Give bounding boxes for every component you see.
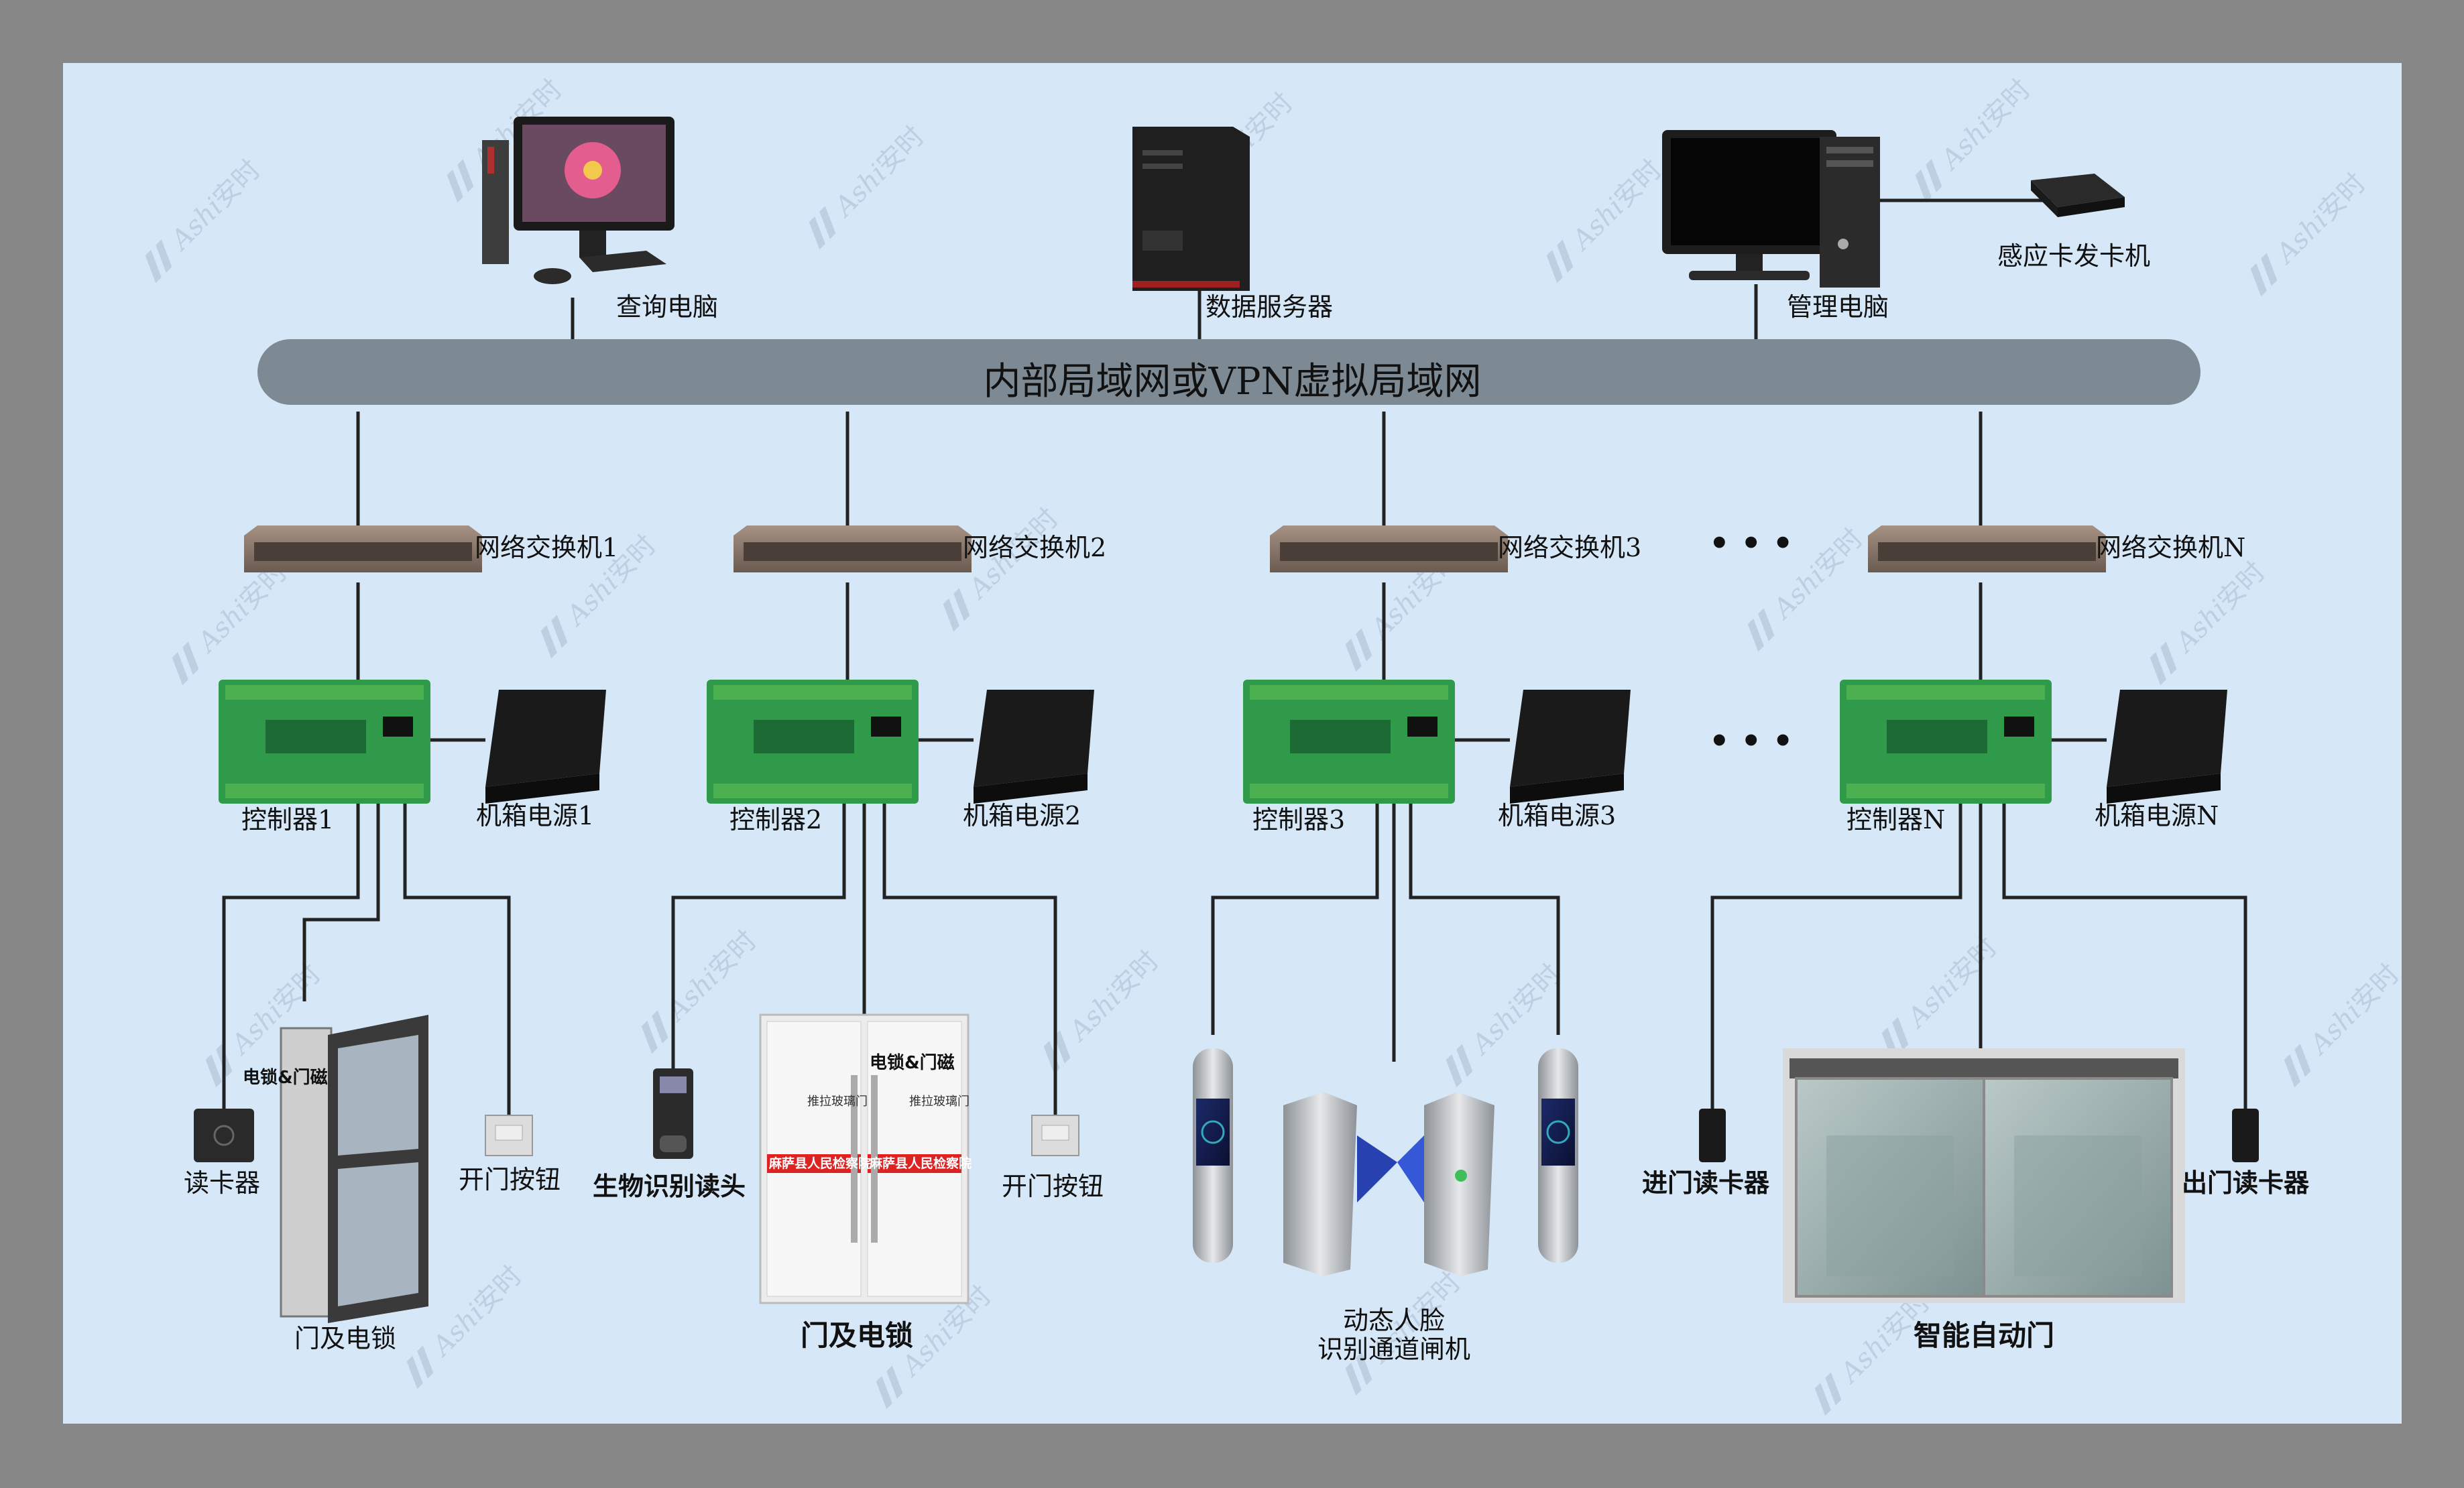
exit-button-1-icon xyxy=(485,1115,533,1156)
lock-tag-2: 电锁&门磁 xyxy=(870,1053,955,1073)
power-1-label: 机箱电源1 xyxy=(476,801,595,830)
door-banner-left: 麻萨县人民检察院 xyxy=(769,1156,872,1171)
connection-lines xyxy=(222,198,2247,1115)
biometric-reader-label: 生物识别读头 xyxy=(593,1172,746,1201)
door-sign-left: 推拉玻璃门 xyxy=(807,1095,868,1109)
data-server-label: 数据服务器 xyxy=(1206,292,1334,322)
admin-pc-label: 管理电脑 xyxy=(1787,292,1889,322)
turnstile-gate-icon xyxy=(1283,1092,1494,1276)
lan-bus-label: 内部局域网或VPN虚拟局域网 xyxy=(983,360,1482,404)
lan-bus xyxy=(257,339,2201,405)
admin-pc-icon xyxy=(1662,130,1880,288)
controller-1-label: 控制器1 xyxy=(241,805,335,834)
card-issuer-icon xyxy=(2031,174,2125,217)
card-issuer-label: 感应卡发卡机 xyxy=(1997,241,2151,271)
switch-3-label: 网络交换机3 xyxy=(1498,533,1642,562)
exit-button-2-label: 开门按钮 xyxy=(1002,1172,1104,1201)
controller-3-label: 控制器3 xyxy=(1252,805,1346,834)
single-door-icon xyxy=(280,1015,428,1323)
power-n-label: 机箱电源N xyxy=(2095,801,2219,830)
exit-reader-label: 出门读卡器 xyxy=(2182,1168,2310,1198)
power-supply-boxes xyxy=(485,690,2227,804)
network-switches xyxy=(244,525,2106,572)
gate-label-line2: 识别通道闸机 xyxy=(1317,1335,1471,1364)
face-terminal-left-icon xyxy=(1193,1048,1233,1263)
door-1-label: 门及电锁 xyxy=(294,1324,397,1353)
door-2-label: 门及电锁 xyxy=(801,1319,914,1352)
double-glass-door-icon xyxy=(759,1013,970,1304)
diagram-panel: Ashi 安时 xyxy=(63,63,2402,1424)
controller-ellipsis: • • • xyxy=(1709,723,1794,760)
switch-ellipsis: • • • xyxy=(1709,525,1794,562)
face-terminal-right-icon xyxy=(1538,1048,1578,1263)
switch-n-label: 网络交换机N xyxy=(2096,533,2246,562)
diagram-canvas: Ashi 安时 xyxy=(135,73,2402,1418)
query-pc-label: 查询电脑 xyxy=(616,292,719,322)
exit-button-2-icon xyxy=(1031,1115,1079,1156)
auto-door-label: 智能自动门 xyxy=(1914,1319,2055,1352)
gate-label-line1: 动态人脸 xyxy=(1342,1306,1446,1335)
data-server-icon xyxy=(1132,127,1250,291)
power-3-label: 机箱电源3 xyxy=(1498,801,1617,830)
controller-2-label: 控制器2 xyxy=(729,805,823,834)
door-banner-right: 麻萨县人民检察院 xyxy=(870,1156,972,1171)
power-2-label: 机箱电源2 xyxy=(963,801,1081,830)
lock-tag-1: 电锁&门磁 xyxy=(243,1068,328,1088)
query-pc-icon xyxy=(482,117,674,284)
biometric-reader-icon xyxy=(653,1068,693,1159)
card-reader-1-icon xyxy=(194,1109,254,1162)
controller-n-label: 控制器N xyxy=(1846,805,1946,834)
switch-1-label: 网络交换机1 xyxy=(475,533,619,562)
card-reader-1-label: 读卡器 xyxy=(184,1168,261,1198)
exit-button-1-label: 开门按钮 xyxy=(459,1165,561,1194)
exit-reader-icon xyxy=(2232,1109,2259,1162)
controller-boards xyxy=(219,680,2052,804)
entry-reader-icon xyxy=(1699,1109,1726,1162)
automatic-door-icon xyxy=(1783,1048,2185,1303)
door-sign-right: 推拉玻璃门 xyxy=(909,1095,970,1109)
entry-reader-label: 进门读卡器 xyxy=(1642,1168,1770,1198)
switch-2-label: 网络交换机2 xyxy=(963,533,1107,562)
